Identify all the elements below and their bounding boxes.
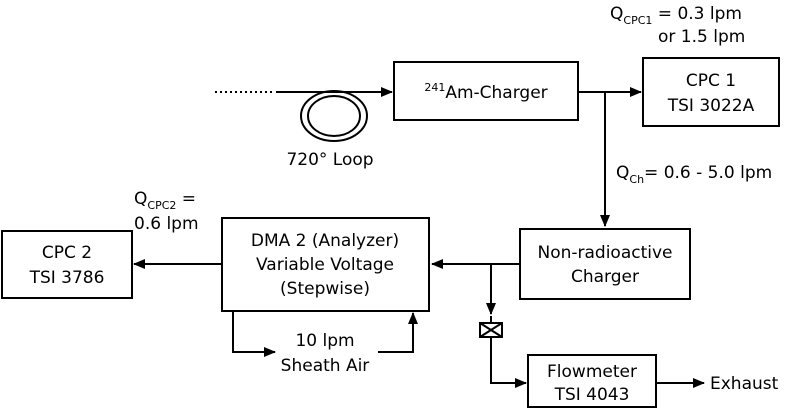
dma2-line2: Variable Voltage	[256, 255, 394, 275]
cpc2-line2: TSI 3786	[29, 268, 105, 288]
dma2-box	[221, 217, 430, 312]
q-cpc2-line2: 0.6 lpm	[134, 214, 199, 234]
sheath-air-return-arrow	[378, 312, 418, 353]
cpc1-box	[642, 57, 780, 127]
dma2-line1: DMA 2 (Analyzer)	[251, 231, 399, 251]
cpc2-line1: CPC 2	[42, 243, 92, 263]
nonradioactive-line1: Non-radioactive	[537, 243, 672, 263]
dma2-line3: (Stepwise)	[280, 279, 370, 299]
am-charger-label: 241Am-Charger	[424, 81, 547, 103]
loop-coil-icon	[300, 90, 368, 142]
q-ch-label: QCh= 0.6 - 5.0 lpm	[616, 163, 772, 186]
sheath-air-in-arrow	[232, 311, 276, 357]
am-charger-superscript: 241	[424, 81, 445, 94]
nonradioactive-charger-box	[519, 228, 691, 300]
flowmeter-box	[527, 354, 657, 408]
q-cpc1-line1: QCPC1 = 0.3 lpm	[610, 4, 742, 27]
sheath-line2: Sheath Air	[281, 356, 370, 376]
q-cpc1-line2: or 1.5 lpm	[658, 27, 745, 47]
cpc1-line1: CPC 1	[686, 71, 736, 91]
q-cpc2-line1: QCPC2 =	[134, 189, 196, 212]
sheath-line1: 10 lpm	[295, 331, 354, 351]
am-charger-name: Am-Charger	[445, 83, 547, 103]
valve-to-flowmeter-arrow	[490, 337, 527, 388]
loop-label: 720° Loop	[286, 150, 373, 170]
cpc1-line2: TSI 3022A	[667, 96, 755, 116]
nonradioactive-line2: Charger	[571, 267, 639, 287]
flowmeter-line2: TSI 4043	[554, 385, 630, 405]
flowmeter-line1: Flowmeter	[547, 362, 637, 382]
cpc2-box	[1, 230, 133, 299]
valve-icon	[479, 322, 503, 338]
exhaust-label: Exhaust	[710, 374, 779, 394]
